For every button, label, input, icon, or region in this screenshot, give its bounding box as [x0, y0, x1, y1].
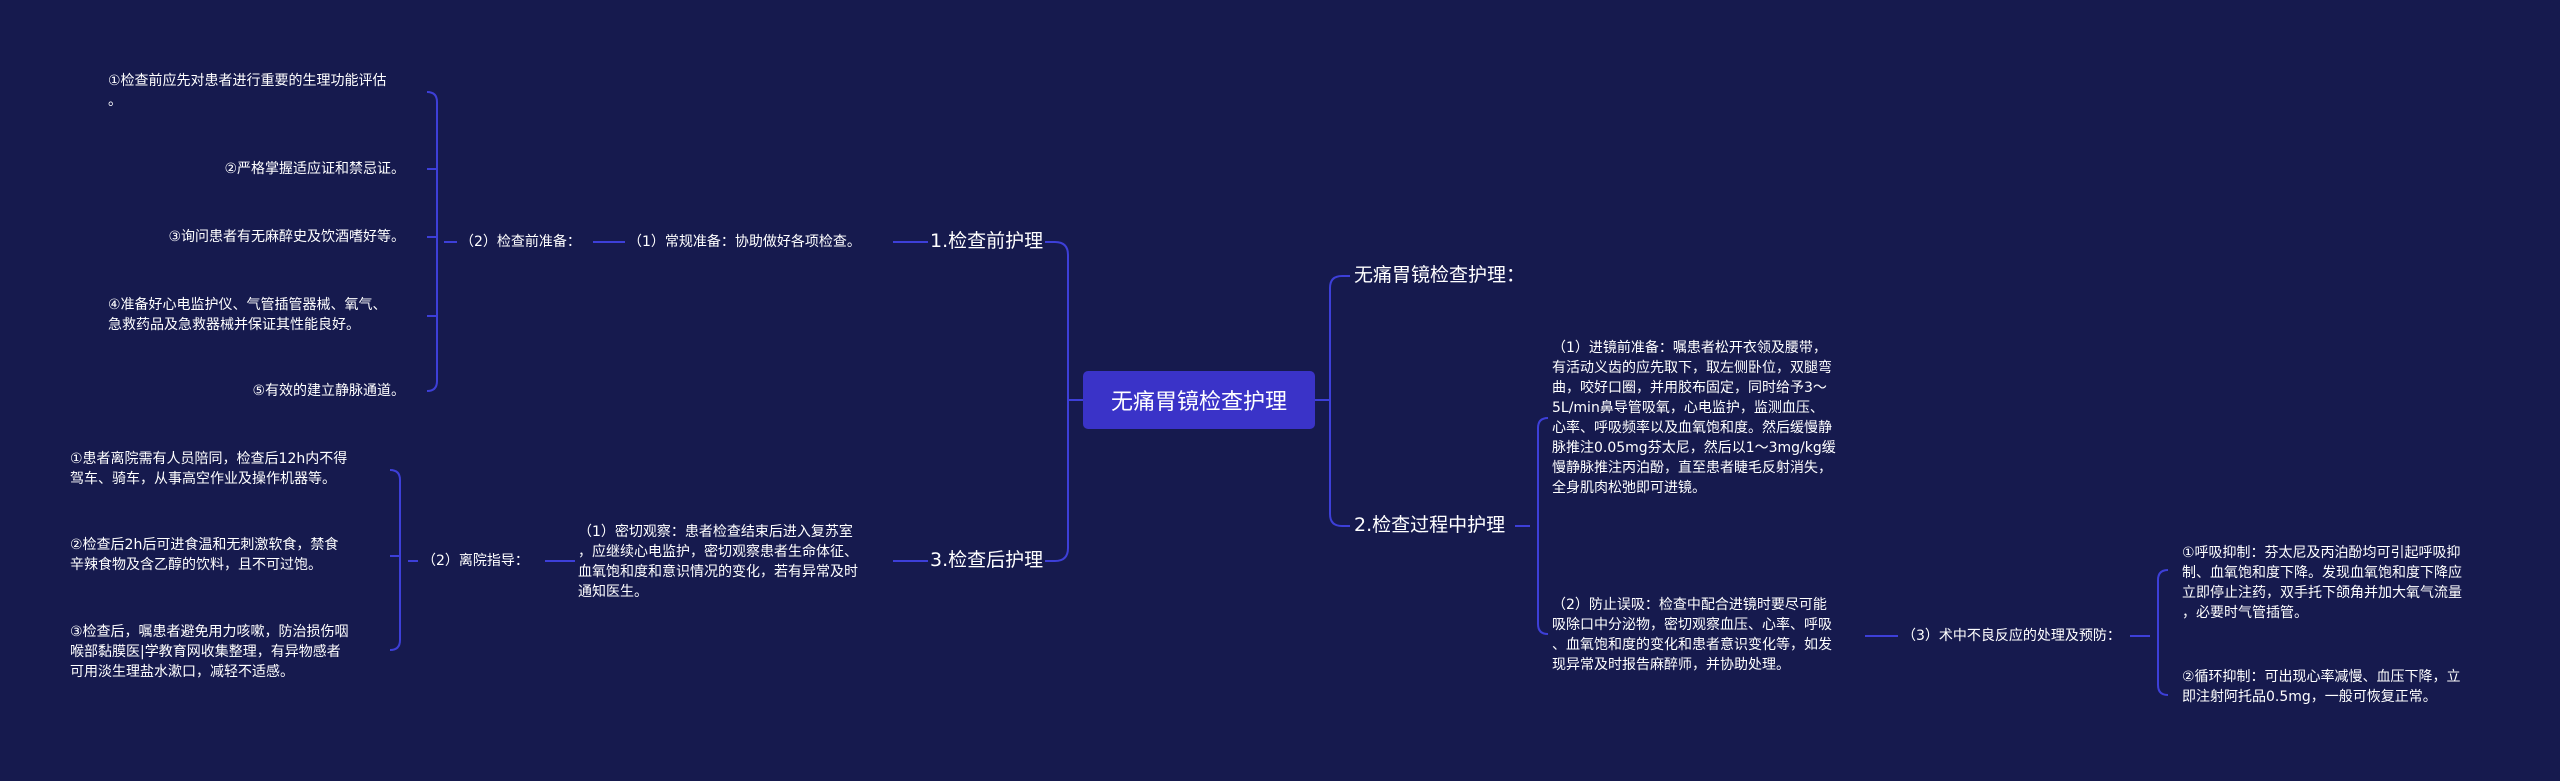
respiratory-depression-node[interactable]: ①呼吸抑制：芬太尼及丙泊酚均可引起呼吸抑 制、血氧饱和度下降。发现血氧饱和度下降… — [2182, 545, 2462, 621]
pre-item-2[interactable]: ②严格掌握适应证和禁忌证。 — [224, 161, 405, 177]
topic-node[interactable]: 无痛胃镜检查护理： — [1354, 264, 1526, 286]
pre-exam-care-node[interactable]: 1.检查前护理 — [930, 230, 1044, 252]
pre-item-1[interactable]: ①检查前应先对患者进行重要的生理功能评估 。 — [108, 73, 387, 109]
circulatory-depression-node[interactable]: ②循环抑制：可出现心率减慢、血压下降，立 即注射阿托品0.5mg，一般可恢复正常… — [2182, 669, 2461, 705]
aspiration-prevention-node[interactable]: （2）防止误吸：检查中配合进镜时要尽可能 吸除口中分泌物，密切观察血压、心率、呼… — [1552, 597, 1832, 673]
link-root-topic — [1315, 275, 1350, 401]
post-exam-care-node[interactable]: 3.检查后护理 — [930, 549, 1044, 571]
pre-exam-prep-node[interactable]: （2）检查前准备： — [460, 234, 581, 250]
pre-item-3[interactable]: ③询问患者有无麻醉史及饮酒嗜好等。 — [168, 229, 405, 245]
bracket-discharge-items — [389, 469, 401, 651]
pre-item-4[interactable]: ④准备好心电监护仪、气管插管器械、氧气、 急救药品及急救器械并保证其性能良好。 — [108, 297, 387, 333]
link-root-during — [1315, 399, 1350, 527]
post-item-2[interactable]: ②检查后2h后可进食温和无刺激软食，禁食 辛辣食物及含乙醇的饮料，且不可过饱。 — [70, 537, 339, 573]
link-root-pre — [1045, 241, 1083, 401]
bracket-prep-items — [426, 91, 438, 392]
during-exam-care-node[interactable]: 2.检查过程中护理 — [1354, 514, 1506, 536]
bracket-during-children — [1537, 417, 1549, 635]
root-node[interactable]: 无痛胃镜检查护理 — [1083, 371, 1315, 429]
post-item-3[interactable]: ③检查后，嘱患者避免用力咳嗽，防治损伤咽 喉部黏膜医|学教育网收集整理，有异物感… — [70, 624, 349, 680]
discharge-guidance-node[interactable]: （2）离院指导： — [422, 553, 529, 569]
bracket-adverse-items — [2157, 569, 2169, 696]
link-root-post — [1045, 399, 1083, 562]
routine-prep-node[interactable]: （1）常规准备：协助做好各项检查。 — [628, 234, 861, 250]
close-observation-node[interactable]: （1）密切观察：患者检查结束后进入复苏室 ，应继续心电监护，密切观察患者生命体征… — [578, 524, 858, 600]
scope-entry-prep-node[interactable]: （1）进镜前准备：嘱患者松开衣领及腰带， 有活动义齿的应先取下，取左侧卧位，双腿… — [1552, 340, 1836, 496]
post-item-1[interactable]: ①患者离院需有人员陪同，检查后12h内不得 驾车、骑车，从事高空作业及操作机器等… — [70, 451, 348, 487]
pre-item-5[interactable]: ⑤有效的建立静脉通道。 — [252, 383, 405, 399]
adverse-reaction-node[interactable]: （3）术中不良反应的处理及预防： — [1902, 628, 2121, 644]
